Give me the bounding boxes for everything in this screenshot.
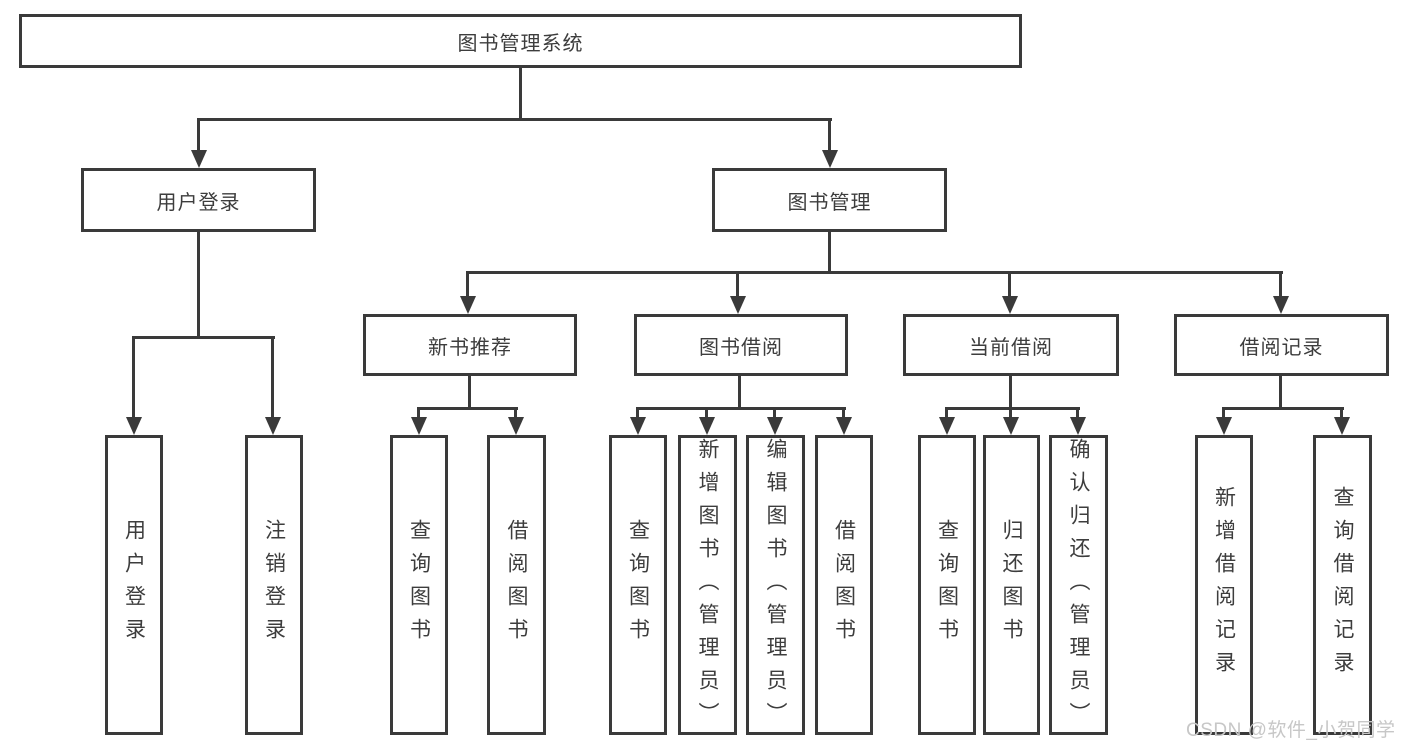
connector-newbook-stem	[468, 376, 471, 410]
connector-to-borrow-records	[1279, 271, 1282, 298]
arrow-down-icon	[939, 417, 955, 435]
leaf-user-login: 用户登录	[105, 435, 163, 735]
leaf-user-login-label: 用户登录	[122, 519, 146, 651]
connector-to-leaf-user-login	[132, 336, 135, 419]
leaf-borrow-query-label: 查询图书	[626, 519, 650, 651]
arrow-down-icon	[1002, 296, 1018, 314]
leaf-borrow-book-label: 借阅图书	[832, 519, 856, 651]
arrow-down-icon	[730, 296, 746, 314]
connector-currentborrow-branch	[945, 407, 1080, 410]
leaf-newbook-query-label: 查询图书	[407, 519, 431, 651]
node-new-book-recommend-label: 新书推荐	[428, 336, 512, 359]
leaf-newbook-query: 查询图书	[390, 435, 448, 735]
connector-root-stem	[519, 68, 522, 121]
node-current-borrow: 当前借阅	[903, 314, 1119, 376]
arrow-down-icon	[1216, 417, 1232, 435]
connector-to-current-borrow	[1008, 271, 1011, 298]
connector-newbook-branch	[417, 407, 518, 410]
arrow-down-icon	[191, 150, 207, 168]
leaf-borrow-edit-admin: 编辑图书（管理员）	[746, 435, 805, 735]
connector-bookborrow-stem	[738, 376, 741, 410]
connector-to-leaf	[1009, 407, 1012, 419]
arrow-down-icon	[1273, 296, 1289, 314]
node-book-borrow: 图书借阅	[634, 314, 848, 376]
csdn-watermark: CSDN @软件_小贺同学	[1186, 720, 1396, 741]
connector-bookborrow-branch	[636, 407, 846, 410]
arrow-down-icon	[126, 417, 142, 435]
leaf-borrow-add-admin: 新增图书（管理员）	[678, 435, 737, 735]
connector-currentborrow-stem	[1009, 376, 1012, 410]
node-root-label: 图书管理系统	[457, 32, 584, 55]
leaf-current-confirm-admin-label: 确认归还（管理员）	[1067, 438, 1090, 735]
node-book-management-label: 图书管理	[787, 191, 872, 214]
connector-to-leaf	[1076, 407, 1079, 419]
connector-to-book-management	[828, 118, 831, 152]
connector-records-branch	[1222, 407, 1344, 410]
leaf-record-add-label: 新增借阅记录	[1212, 486, 1236, 684]
arrow-down-icon	[508, 417, 524, 435]
connector-to-leaf	[636, 407, 639, 419]
arrow-down-icon	[460, 296, 476, 314]
connector-to-leaf	[842, 407, 845, 419]
connector-to-book-borrow	[736, 271, 739, 298]
arrow-down-icon	[411, 417, 427, 435]
leaf-record-add: 新增借阅记录	[1195, 435, 1253, 735]
node-user-login-label: 用户登录	[156, 191, 241, 214]
node-current-borrow-label: 当前借阅	[969, 336, 1053, 359]
leaf-current-query-label: 查询图书	[935, 519, 959, 651]
arrow-down-icon	[822, 150, 838, 168]
connector-book-mgmt-stem	[828, 232, 831, 274]
connector-to-user-login	[197, 118, 200, 152]
node-borrow-records-label: 借阅记录	[1239, 336, 1324, 359]
arrow-down-icon	[836, 417, 852, 435]
connector-user-login-branch	[133, 336, 275, 339]
leaf-logout-label: 注销登录	[262, 519, 286, 651]
arrow-down-icon	[265, 417, 281, 435]
leaf-borrow-add-admin-label: 新增图书（管理员）	[696, 438, 719, 735]
arrow-down-icon	[699, 417, 715, 435]
node-book-management: 图书管理	[712, 168, 947, 232]
arrow-down-icon	[630, 417, 646, 435]
arrow-down-icon	[1070, 417, 1086, 435]
connector-to-leaf	[705, 407, 708, 419]
connector-root-branch	[197, 118, 832, 121]
leaf-current-return-label: 归还图书	[1000, 519, 1023, 651]
leaf-current-return: 归还图书	[983, 435, 1040, 735]
leaf-current-confirm-admin: 确认归还（管理员）	[1049, 435, 1108, 735]
node-user-login: 用户登录	[81, 168, 316, 232]
connector-to-leaf	[417, 407, 420, 419]
connector-to-new-book	[466, 271, 469, 298]
connector-to-leaf	[945, 407, 948, 419]
leaf-newbook-borrow-label: 借阅图书	[505, 519, 528, 651]
arrow-down-icon	[1003, 417, 1019, 435]
leaf-newbook-borrow: 借阅图书	[487, 435, 546, 735]
node-book-borrow-label: 图书借阅	[699, 336, 783, 359]
leaf-logout: 注销登录	[245, 435, 303, 735]
node-root: 图书管理系统	[19, 14, 1022, 68]
leaf-borrow-book: 借阅图书	[815, 435, 873, 735]
arrow-down-icon	[767, 417, 783, 435]
connector-records-stem	[1279, 376, 1282, 410]
connector-book-mgmt-branch	[466, 271, 1283, 274]
leaf-current-query: 查询图书	[918, 435, 976, 735]
leaf-borrow-query: 查询图书	[609, 435, 667, 735]
connector-to-leaf	[1222, 407, 1225, 419]
leaf-record-query-label: 查询借阅记录	[1331, 486, 1354, 684]
connector-to-leaf	[1340, 407, 1343, 419]
connector-to-leaf-logout	[271, 336, 274, 419]
node-borrow-records: 借阅记录	[1174, 314, 1389, 376]
leaf-borrow-edit-admin-label: 编辑图书（管理员）	[764, 438, 787, 735]
arrow-down-icon	[1334, 417, 1350, 435]
connector-user-login-stem	[197, 232, 200, 339]
node-new-book-recommend: 新书推荐	[363, 314, 577, 376]
connector-to-leaf	[773, 407, 776, 419]
leaf-record-query: 查询借阅记录	[1313, 435, 1372, 735]
connector-to-leaf	[514, 407, 517, 419]
